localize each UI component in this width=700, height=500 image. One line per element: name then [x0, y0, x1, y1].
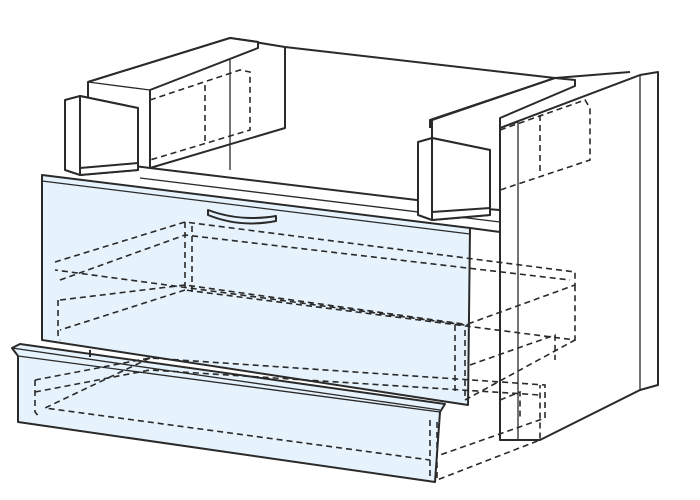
lower-drawer-box-hidden [34, 357, 546, 482]
top-left-block [64, 95, 139, 176]
upper-drawer-box-hidden [54, 221, 576, 402]
upper-drawer[interactable] [41, 174, 576, 406]
top-right-block [417, 137, 491, 221]
upper-drawer-front[interactable] [41, 174, 471, 406]
lower-drawer[interactable] [11, 343, 546, 483]
drawer-handle-icon[interactable] [207, 209, 277, 225]
right-side-panel [499, 71, 659, 441]
